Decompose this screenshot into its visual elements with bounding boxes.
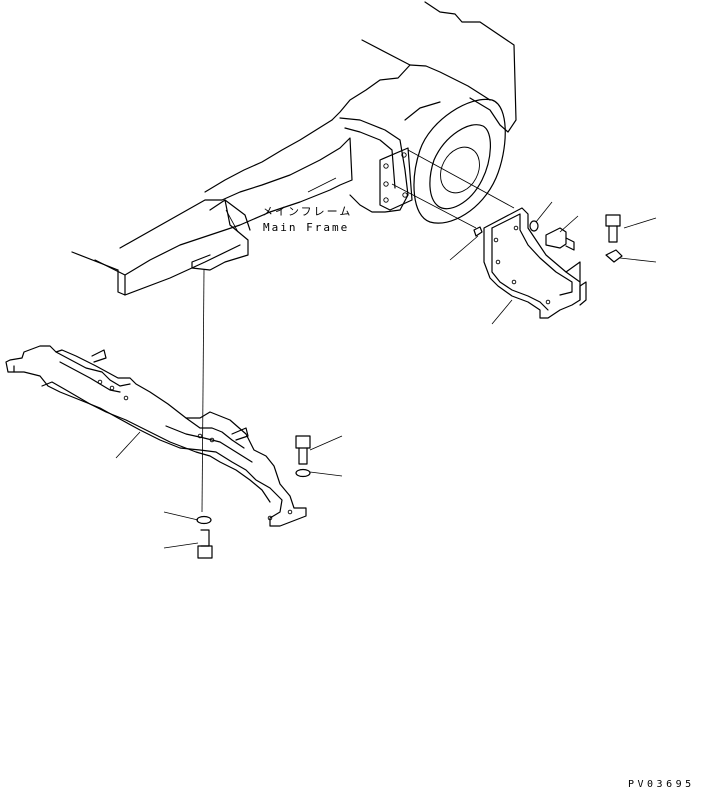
main-frame-label-en: Main Frame [263,221,350,234]
washer-icon [605,249,623,263]
support-frame [5,345,307,527]
main-frame-label-jp: メインフレーム [262,205,353,218]
washer-icon [196,515,212,525]
leader-lines [115,177,657,549]
bolt-icon [295,435,311,465]
bolt-icon [197,529,213,559]
bolt-icon [605,214,621,243]
bolt-icon [545,227,575,251]
rear-mount-bracket [483,207,587,319]
washer-icon [295,468,311,478]
pin-icon [473,226,483,237]
assembly-lines [201,149,515,513]
main-frame [71,1,517,296]
drawing-number: PV03695 [628,779,695,790]
washer-icon [529,220,539,232]
